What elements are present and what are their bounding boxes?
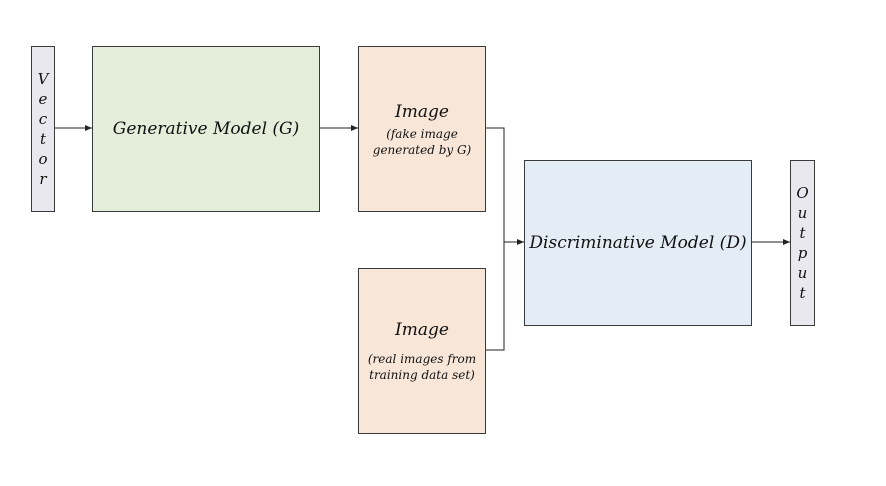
- fake-image-subtitle-line2: generated by G): [372, 142, 472, 157]
- vector-label-letter-3: c: [38, 110, 48, 128]
- fake-image-title: Image: [395, 101, 449, 122]
- connector-fake-image-to-junction: [486, 127, 505, 242]
- real-image-subtitle-line2: training data set): [369, 368, 475, 382]
- vector-label-letter-6: r: [39, 170, 47, 188]
- output-label-letter-6: t: [799, 284, 806, 302]
- discriminative-model-label: Discriminative Model (D): [529, 233, 747, 253]
- real-image-box: Image (real images from training data se…: [358, 268, 486, 434]
- output-label-letter-5: u: [797, 264, 808, 282]
- vector-label-letter-4: t: [39, 130, 47, 148]
- real-image-subtitle-line1: (real images from: [367, 352, 477, 366]
- fake-image-box: Image (fake image generated by G): [358, 46, 486, 212]
- vector-label-letter-2: e: [38, 90, 48, 108]
- output-label-letter-4: p: [797, 244, 808, 262]
- fake-image-subtitle-line1: (fake image: [386, 126, 458, 141]
- generative-model-label: Generative Model (G): [112, 119, 300, 139]
- real-image-title: Image: [395, 320, 449, 340]
- output-label-letter-3: t: [799, 224, 806, 242]
- connector-real-image-to-junction: [486, 242, 505, 351]
- output-label-letter-1: O: [796, 184, 809, 202]
- generative-model-box: Generative Model (G): [92, 46, 320, 212]
- discriminative-model-box: Discriminative Model (D): [524, 160, 752, 326]
- vector-label-letter-1: V: [37, 70, 49, 88]
- output-label-letter-2: u: [797, 204, 808, 222]
- vector-label-letter-5: o: [38, 150, 48, 168]
